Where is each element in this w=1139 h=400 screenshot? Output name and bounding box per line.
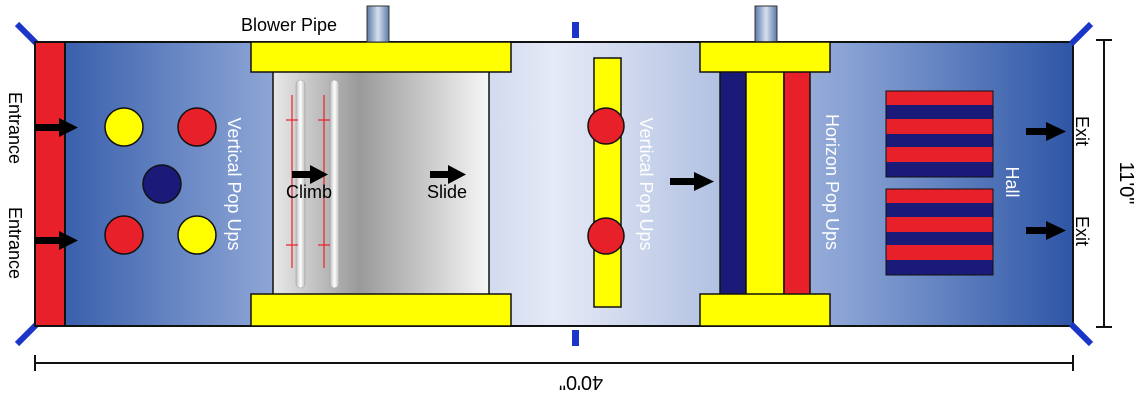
width-dimension-line (1096, 39, 1112, 328)
beam-top-2 (699, 41, 831, 73)
climb-pole-1 (295, 79, 306, 289)
pop-up-red (177, 107, 217, 147)
vertical-pop-ups-label-1: Vertical Pop Ups (224, 117, 244, 250)
pop-up-red (104, 215, 144, 255)
floor (34, 41, 1074, 327)
vertical-pop-ups-label-2: Vertical Pop Ups (636, 117, 656, 250)
blower-pipe-label: Blower Pipe (241, 15, 337, 35)
entrance-arrow-bottom (35, 231, 78, 250)
entrance-arrow-top (35, 118, 78, 137)
blower-pipe (366, 5, 390, 43)
anchor-top-mid (572, 22, 579, 38)
slide-arrow (430, 165, 466, 184)
climb-label: Climb (286, 182, 332, 202)
entrance-label-top: Entrance (5, 92, 25, 164)
hall-block-bottom (885, 188, 994, 276)
pop-up-yellow (177, 215, 217, 255)
horizon-pop-ups-label: Horizon Pop Ups (822, 114, 842, 250)
beam-bottom (250, 293, 512, 327)
slide-label: Slide (427, 182, 467, 202)
horizon-stripe-navy (719, 65, 747, 302)
exit-label-top: Exit (1072, 116, 1092, 146)
pop-up-bar (593, 57, 622, 308)
corner-anchors (14, 21, 1094, 347)
pop-up-red (587, 107, 625, 145)
horizon-stripe-red (783, 65, 811, 302)
length-dimension-label: 40'0" (559, 371, 603, 393)
width-dimension-label: 11'0" (1115, 162, 1137, 205)
entrance-wall (34, 41, 66, 327)
entrance-label-bottom: Entrance (5, 207, 25, 279)
pop-up-yellow (104, 107, 144, 147)
horizon-stripe-yellow (745, 65, 785, 302)
exit-arrow-top (1026, 122, 1066, 141)
pop-ups-arrow (670, 172, 714, 191)
climb-ropes (286, 95, 330, 268)
hall-block-top (885, 90, 994, 178)
length-dimension-line (34, 355, 1074, 371)
beam-bottom-2 (699, 293, 831, 327)
hall-label: Hall (1002, 166, 1022, 197)
climb-pole-2 (329, 79, 340, 289)
anchor-bottom-mid (572, 330, 579, 346)
climb-arrow (292, 165, 328, 184)
pop-up-red (587, 217, 625, 255)
pop-up-navy (142, 164, 182, 204)
beam-top (250, 41, 512, 73)
exit-arrow-bottom (1026, 221, 1066, 240)
slide-surface (272, 61, 490, 308)
blower-pipe-2 (754, 5, 778, 43)
exit-label-bottom: Exit (1072, 216, 1092, 246)
